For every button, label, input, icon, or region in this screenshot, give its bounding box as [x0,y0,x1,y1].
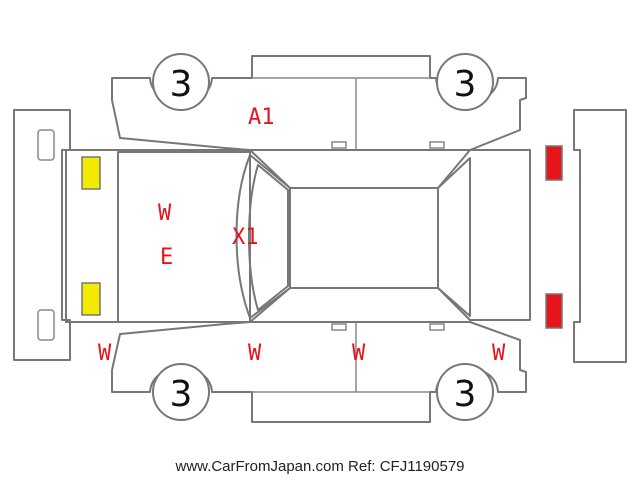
rear-bumper [573,109,627,363]
mark-x1: X1 [232,225,259,250]
taillight-lower [545,293,563,329]
mark-w-hood: W [158,201,172,226]
mark-w-front-door: W [248,341,262,366]
tire-front-left: 3 [152,53,210,111]
headlight-upper [81,156,101,190]
headlight-lower [81,282,101,316]
tire-front-right: 3 [152,363,210,421]
watermark-text: www.CarFromJapan.com Ref: CFJ1190579 [175,458,465,475]
tire-front-right-grade: 3 [170,374,193,415]
mark-a1: A1 [248,105,275,130]
tire-front-left-grade: 3 [170,64,193,105]
mark-e-hood: E [160,245,173,270]
front-bumper [13,109,71,361]
car-body-top [65,149,531,323]
tire-rear-right: 3 [436,363,494,421]
mark-w-rear-fender: W [492,341,506,366]
tire-rear-left: 3 [436,53,494,111]
mark-w-rear-door: W [352,341,366,366]
taillight-upper [545,145,563,181]
mark-w-front-fender: W [98,341,112,366]
tire-rear-left-grade: 3 [454,64,477,105]
tire-rear-right-grade: 3 [454,374,477,415]
